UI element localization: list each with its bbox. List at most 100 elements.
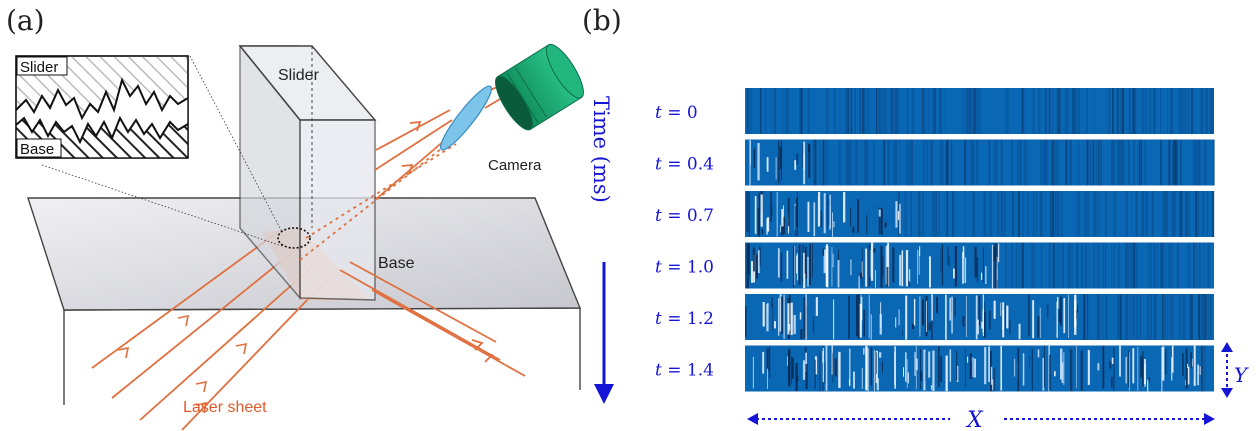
frame-streak — [832, 212, 833, 237]
frame-streak — [911, 323, 915, 330]
frame-streak — [865, 248, 868, 287]
frame-streak — [867, 348, 869, 392]
frame-streak — [1085, 242, 1088, 289]
frame-streak — [1096, 294, 1099, 340]
frame-streak — [1035, 191, 1038, 237]
frame-streak — [1171, 345, 1174, 373]
frame-streak — [826, 88, 829, 134]
frame-streak — [1187, 363, 1189, 369]
frame-streak — [1027, 191, 1029, 237]
frame-streak — [1202, 294, 1205, 340]
frame-streak — [862, 88, 864, 134]
frame-streak — [1040, 139, 1042, 186]
frame-streak — [1001, 139, 1003, 186]
frame-streak — [1140, 139, 1142, 186]
frame-streak — [911, 88, 915, 134]
frame-streak — [1125, 294, 1127, 340]
frame-streak — [976, 257, 979, 283]
frame-streak — [1084, 191, 1087, 237]
frame-streak — [850, 259, 852, 276]
frame-streak — [1072, 88, 1075, 134]
frame-streak — [1077, 304, 1078, 313]
frame-streak — [754, 196, 757, 234]
frame-streak — [905, 295, 908, 340]
frame-streak — [772, 303, 774, 331]
frame-streak — [858, 276, 860, 289]
frame-2 — [745, 191, 1215, 237]
frame-streak — [890, 88, 893, 134]
frame-streak — [984, 347, 987, 385]
frame-streak — [1097, 242, 1100, 289]
frame-streak — [1111, 139, 1113, 186]
frame-streak — [1086, 294, 1088, 340]
frame-streak — [838, 357, 840, 374]
frame-streak — [863, 347, 865, 355]
frame-streak — [956, 365, 959, 382]
frame-streak — [766, 303, 769, 332]
frame-streak — [880, 245, 883, 288]
frame-streak — [812, 243, 813, 278]
frame-streak — [825, 139, 827, 186]
frame-streak — [1061, 191, 1063, 237]
frame-streak — [764, 88, 766, 134]
frame-3 — [745, 242, 1214, 289]
frame-streak — [751, 261, 754, 283]
frame-streak — [1203, 294, 1206, 340]
frame-streak — [981, 321, 983, 329]
frame-streak — [1021, 88, 1023, 134]
frame-streak — [834, 88, 836, 134]
frame-streak — [1162, 294, 1164, 340]
frame-streak — [1042, 139, 1045, 186]
frame-streak — [964, 139, 966, 186]
inset-base-label: Base — [20, 141, 54, 158]
frame-5 — [745, 345, 1214, 392]
frame-streak — [1170, 88, 1172, 134]
frame-streak — [1125, 356, 1127, 384]
frame-streak — [825, 345, 828, 391]
frame-time-label: t = 0.4 — [655, 155, 714, 175]
frame-streak — [1117, 139, 1120, 186]
frame-streak — [1087, 349, 1090, 386]
frame-streak — [1031, 242, 1033, 289]
frame-streak — [1098, 139, 1100, 186]
frame-streak — [787, 198, 790, 227]
frame-streak — [845, 139, 848, 186]
frame-streak — [1178, 294, 1181, 340]
contact-zone — [277, 227, 311, 249]
frame-streak — [920, 349, 921, 382]
frame-streak — [945, 191, 948, 237]
frame-streak — [833, 221, 835, 228]
frame-streak — [780, 139, 782, 181]
frame-streak — [931, 294, 933, 321]
frame-streak — [1132, 348, 1135, 384]
frame-streak — [796, 253, 798, 281]
panel-b: (b) Time (ms) t = 0t = 0.4t = 0.7t = 1.0… — [582, 4, 1249, 431]
frame-streak — [781, 222, 784, 236]
frame-streak — [1017, 139, 1019, 186]
frame-streak — [894, 346, 896, 389]
time-axis-label: Time (ms) — [589, 96, 613, 203]
frame-streak — [988, 346, 990, 383]
frame-streak — [747, 277, 749, 284]
frame-streak — [1134, 88, 1137, 134]
frame-streak — [852, 226, 855, 233]
frame-streak — [923, 88, 925, 134]
frame-streak — [870, 347, 873, 386]
frame-streak — [1094, 88, 1096, 134]
frame-streak — [1142, 88, 1144, 134]
frame-streak — [949, 349, 952, 382]
frame-streak — [1080, 350, 1083, 391]
frame-streak — [923, 349, 926, 391]
frame-streak — [794, 203, 796, 231]
frame-streak — [940, 356, 942, 382]
frame-streak — [825, 245, 828, 287]
frame-streak — [1191, 88, 1193, 134]
frame-streak — [747, 88, 748, 134]
slider-label: Slider — [278, 67, 320, 84]
frame-streak — [1098, 191, 1100, 237]
frame-streak — [878, 209, 881, 217]
frame-streak — [1057, 242, 1059, 289]
frame-streak — [803, 141, 806, 185]
frame-streak — [1113, 191, 1115, 237]
frame-streak — [1209, 294, 1210, 340]
